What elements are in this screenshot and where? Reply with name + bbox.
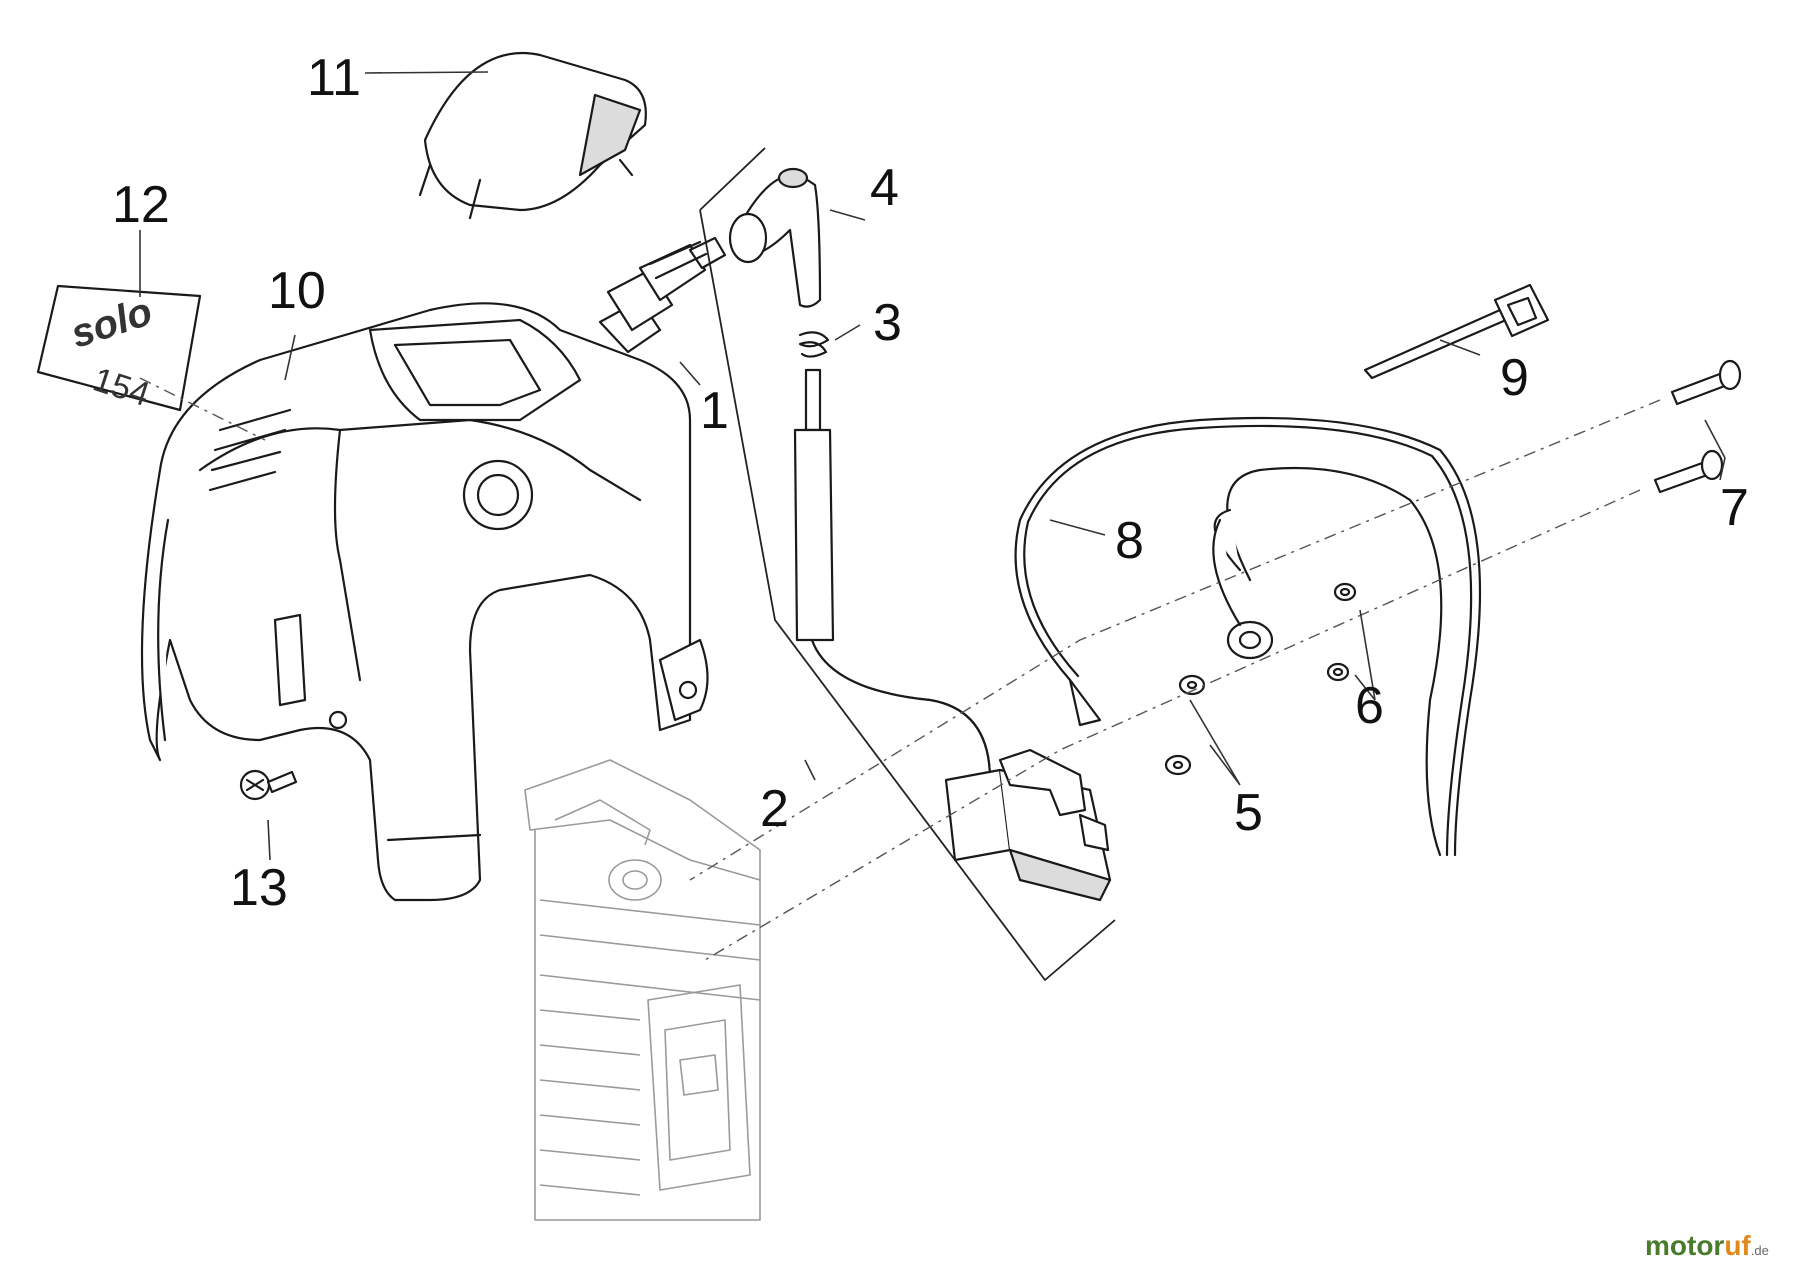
callout-1: 1: [700, 382, 729, 440]
callouts: 1 2 3 4 5 6 7 8 9 10 11 12 13: [112, 49, 1749, 917]
top-cap: [418, 52, 647, 220]
callout-13: 13: [230, 859, 288, 917]
watermark-part2: uf: [1724, 1230, 1751, 1261]
spring: [798, 331, 830, 358]
cable-tie: [1363, 283, 1550, 380]
solo-decal: solo 154: [36, 284, 202, 414]
svg-text:motoruf.de: motoruf.de: [1645, 1230, 1769, 1261]
washers: [1164, 582, 1357, 776]
leader-lines: [139, 71, 1726, 861]
callout-12: 12: [112, 176, 170, 234]
callout-8: 8: [1115, 512, 1144, 570]
spark-plug: [598, 236, 727, 354]
callout-10: 10: [268, 262, 326, 320]
engine-cover: [140, 302, 709, 902]
callout-9: 9: [1500, 349, 1529, 407]
watermark-part1: motor: [1645, 1230, 1724, 1261]
callout-11: 11: [307, 49, 361, 107]
spark-plug-boot: [728, 167, 822, 308]
callout-5: 5: [1234, 784, 1263, 842]
callout-7: 7: [1720, 479, 1749, 537]
watermark: motoruf.de: [1645, 1230, 1769, 1261]
ignition-coil: [793, 368, 1112, 902]
assembly-lines: [139, 377, 1661, 961]
wires: [1014, 416, 1482, 857]
screws: [1653, 359, 1742, 494]
watermark-suffix: .de: [1751, 1243, 1769, 1258]
callout-6: 6: [1355, 677, 1384, 735]
small-screw: [239, 769, 298, 801]
callout-4: 4: [870, 159, 899, 217]
part-group-bracket: [699, 147, 1116, 982]
callout-3: 3: [873, 294, 902, 352]
callout-2: 2: [760, 780, 789, 838]
cylinder-ghost: [524, 759, 761, 1221]
